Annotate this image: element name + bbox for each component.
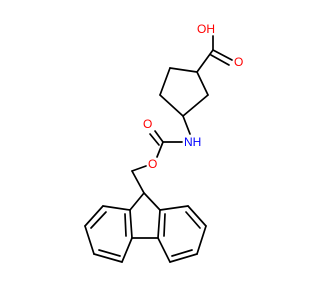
bond-right-6 [157,209,161,239]
bond-c-o-carbonyl-a [154,130,164,143]
bond-right-inner-2 [171,249,193,257]
bond-ring-1 [196,71,209,96]
bond-ring-4 [159,67,171,96]
bond-ring-3 [159,94,184,117]
bond-c-o-double-a [212,49,233,61]
bond-c-o-ester [156,141,164,158]
bond-right-inner-3 [163,213,166,237]
bond-left-2 [84,205,104,227]
bond-acid-c-ring [196,49,214,73]
bond-left-1 [102,205,131,211]
bond-left-5 [121,237,133,263]
bond-right-1 [159,205,189,211]
bond-c-o-carbonyl-b [149,133,160,146]
bond-left-4 [93,253,123,263]
bond-right-5 [157,237,171,263]
bond-right-2 [187,205,207,227]
bond-ring-2 [182,94,209,117]
bond-ch2-c9 [131,170,145,194]
atom-nh: NH [184,135,201,149]
chemical-structure: OH O NH O O [84,22,243,263]
bond-left-6 [129,209,133,239]
bond-left-inner-3 [124,213,127,237]
bond-ring-n [182,115,191,135]
bond-ring-5 [169,67,198,73]
bond-c9-c9a [129,192,145,211]
bond-c9-c8a [143,192,161,211]
bond-left-inner-2 [98,249,121,257]
atom-o-carbamate-carbonyl: O [143,117,152,131]
bond-left-3 [84,225,95,255]
bond-left-inner-1 [90,211,107,229]
atom-o-ester: O [148,157,157,171]
bond-right-inner-1 [185,211,201,229]
structure-canvas: OH O NH O O [84,22,244,263]
bond-c-o-double-b [210,54,230,66]
bond-right-4 [169,253,198,263]
atom-o-acid-carbonyl: O [234,55,243,69]
bond-o-ch2 [131,165,147,172]
atom-oh: OH [197,22,215,36]
bond-right-3 [196,225,207,255]
